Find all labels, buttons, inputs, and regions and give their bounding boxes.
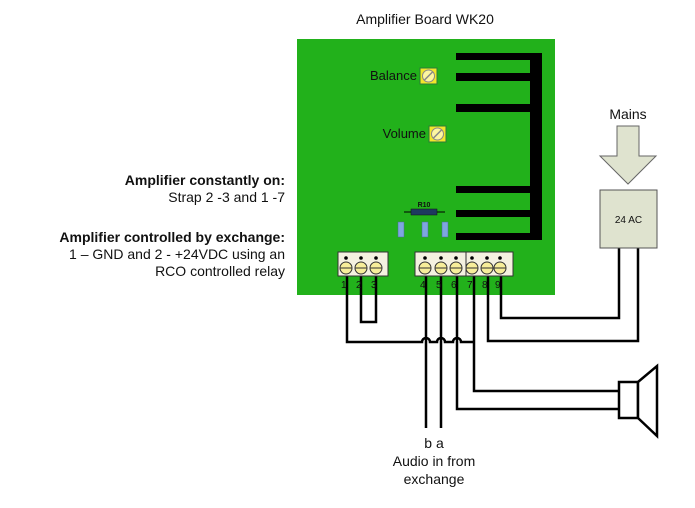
terminal-1 (339, 256, 353, 275)
audio-label-line2: exchange (404, 471, 465, 487)
mains-label: Mains (609, 106, 646, 122)
power-wire-8 (486, 248, 640, 343)
speaker-icon (617, 363, 659, 439)
terminal-number-4: 4 (420, 280, 426, 291)
note-constant-heading: Amplifier constantly on: (124, 172, 285, 188)
balance-potentiometer[interactable] (419, 67, 438, 85)
note-exchange-heading: Amplifier controlled by exchange: (59, 229, 285, 245)
note-constant: Amplifier constantly on: Strap 2 -3 and … (125, 172, 285, 206)
resistor-r10 (404, 208, 445, 216)
diagram-title: Amplifier Board WK20 (356, 11, 494, 27)
terminal-9 (493, 256, 507, 275)
terminal-6 (449, 256, 463, 275)
speaker-wire-6 (455, 268, 619, 411)
terminal-4 (418, 256, 432, 275)
note-constant-text: Strap 2 -3 and 1 -7 (168, 189, 285, 205)
terminal-2 (354, 256, 368, 275)
terminal-number-6: 6 (451, 280, 457, 291)
terminal-number-2: 2 (356, 280, 362, 291)
audio-label-line1: Audio in from (393, 453, 475, 469)
power-wire-9 (499, 248, 621, 320)
terminal-number-7: 7 (467, 280, 473, 291)
terminal-8 (480, 256, 494, 275)
balance-label: Balance (370, 68, 417, 83)
jumper-pads (397, 221, 449, 238)
terminal-number-5: 5 (436, 280, 442, 291)
strap-2-3 (359, 268, 378, 324)
terminal-number-3: 3 (371, 280, 377, 291)
speaker-wire-7 (472, 268, 619, 393)
volume-potentiometer[interactable] (428, 125, 447, 143)
power-supply-box (599, 189, 658, 249)
terminal-3 (369, 256, 383, 275)
mains-arrow-icon (598, 125, 658, 185)
note-exchange: Amplifier controlled by exchange: 1 – GN… (59, 229, 285, 280)
volume-label: Volume (383, 126, 426, 141)
terminal-5 (434, 256, 448, 275)
wires (345, 248, 640, 428)
audio-wire-labels: b a (424, 435, 444, 451)
heat-sink (456, 53, 542, 240)
terminal-number-1: 1 (341, 280, 347, 291)
note-exchange-line2: RCO controlled relay (155, 263, 285, 279)
terminal-screws (339, 256, 507, 275)
terminal-number-8: 8 (482, 280, 488, 291)
power-supply-label: 24 AC (615, 215, 642, 226)
resistor-label: R10 (418, 202, 431, 209)
terminal-7 (465, 256, 479, 275)
note-exchange-line1: 1 – GND and 2 - +24VDC using an (69, 246, 285, 262)
terminal-number-9: 9 (495, 280, 501, 291)
